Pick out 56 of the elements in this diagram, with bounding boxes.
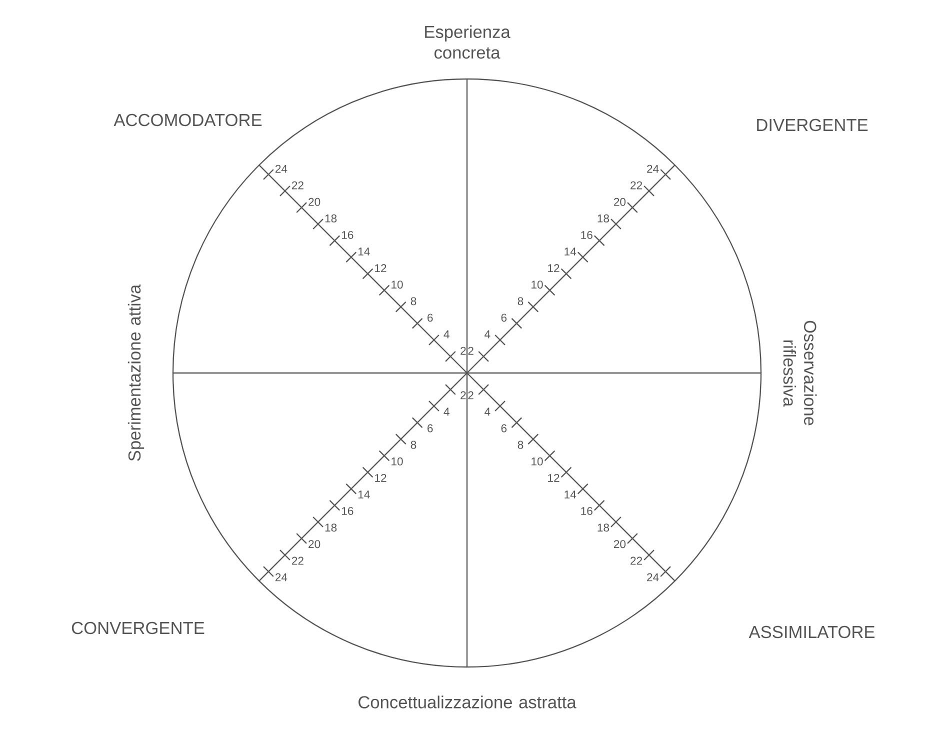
scale-number: 12 [375, 264, 386, 272]
quadrant-label: CONVERGENTE [72, 622, 204, 634]
scale-number: 4 [484, 330, 490, 338]
scale-number: 10 [532, 457, 543, 466]
scale-number: 12 [548, 264, 560, 272]
scale-number: 4 [444, 330, 450, 338]
scale-number: 6 [501, 314, 507, 322]
scale-number: 24 [647, 573, 659, 582]
scale-number: 2 [460, 346, 466, 355]
scale-number: 14 [564, 490, 576, 498]
scale-number: 16 [581, 231, 592, 239]
scale-number: 2 [468, 391, 474, 400]
axis-label: Esperienza concreta [425, 25, 510, 59]
scale-number: 16 [342, 507, 354, 516]
axis-label: Osservazione riflessiva [783, 320, 817, 426]
scale-number: 14 [564, 248, 576, 256]
scale-number: 12 [548, 474, 560, 482]
scale-number: 6 [428, 314, 433, 322]
scale-number: 12 [375, 474, 386, 482]
scale-number: 22 [630, 181, 642, 190]
scale-number: 24 [647, 164, 659, 173]
scale-number: 18 [325, 214, 337, 222]
scale-number: 20 [308, 540, 320, 548]
scale-number: 10 [392, 280, 403, 289]
scale-number: 8 [518, 440, 524, 449]
scale-number: 18 [598, 214, 610, 222]
scale-number: 2 [460, 391, 466, 400]
quadrant-label: ACCOMODATORE [114, 114, 262, 126]
quadrant-label: DIVERGENTE [757, 118, 868, 132]
scale-number: 20 [614, 198, 626, 206]
scale-number: 20 [308, 198, 320, 206]
scale-number: 16 [581, 507, 592, 516]
quadrant-label: ASSIMILATORE [748, 626, 875, 638]
scale-number: 16 [342, 231, 354, 239]
scale-number: 6 [501, 424, 507, 432]
scale-number: 22 [292, 181, 304, 190]
scale-number: 18 [598, 524, 610, 532]
scale-number: 8 [410, 297, 416, 306]
scale-number: 24 [275, 164, 288, 173]
axis-label: Concettualizzazione astratta [358, 696, 576, 708]
scale-number: 10 [392, 457, 403, 466]
scale-number: 22 [292, 556, 304, 565]
scale-number: 10 [532, 280, 543, 289]
scale-number: 20 [614, 540, 626, 548]
scale-number: 24 [275, 573, 288, 582]
scale-number: 4 [444, 408, 450, 416]
scale-number: 14 [358, 248, 370, 256]
scale-number: 4 [484, 408, 490, 416]
scale-number: 8 [518, 297, 524, 306]
scale-number: 6 [428, 424, 433, 432]
scale-number: 18 [325, 524, 337, 532]
scale-number: 14 [358, 490, 370, 498]
scale-number: 2 [468, 346, 474, 355]
axis-label: Sperimentazione attiva [128, 284, 144, 461]
scale-number: 8 [410, 440, 416, 449]
scale-number: 22 [630, 556, 642, 565]
